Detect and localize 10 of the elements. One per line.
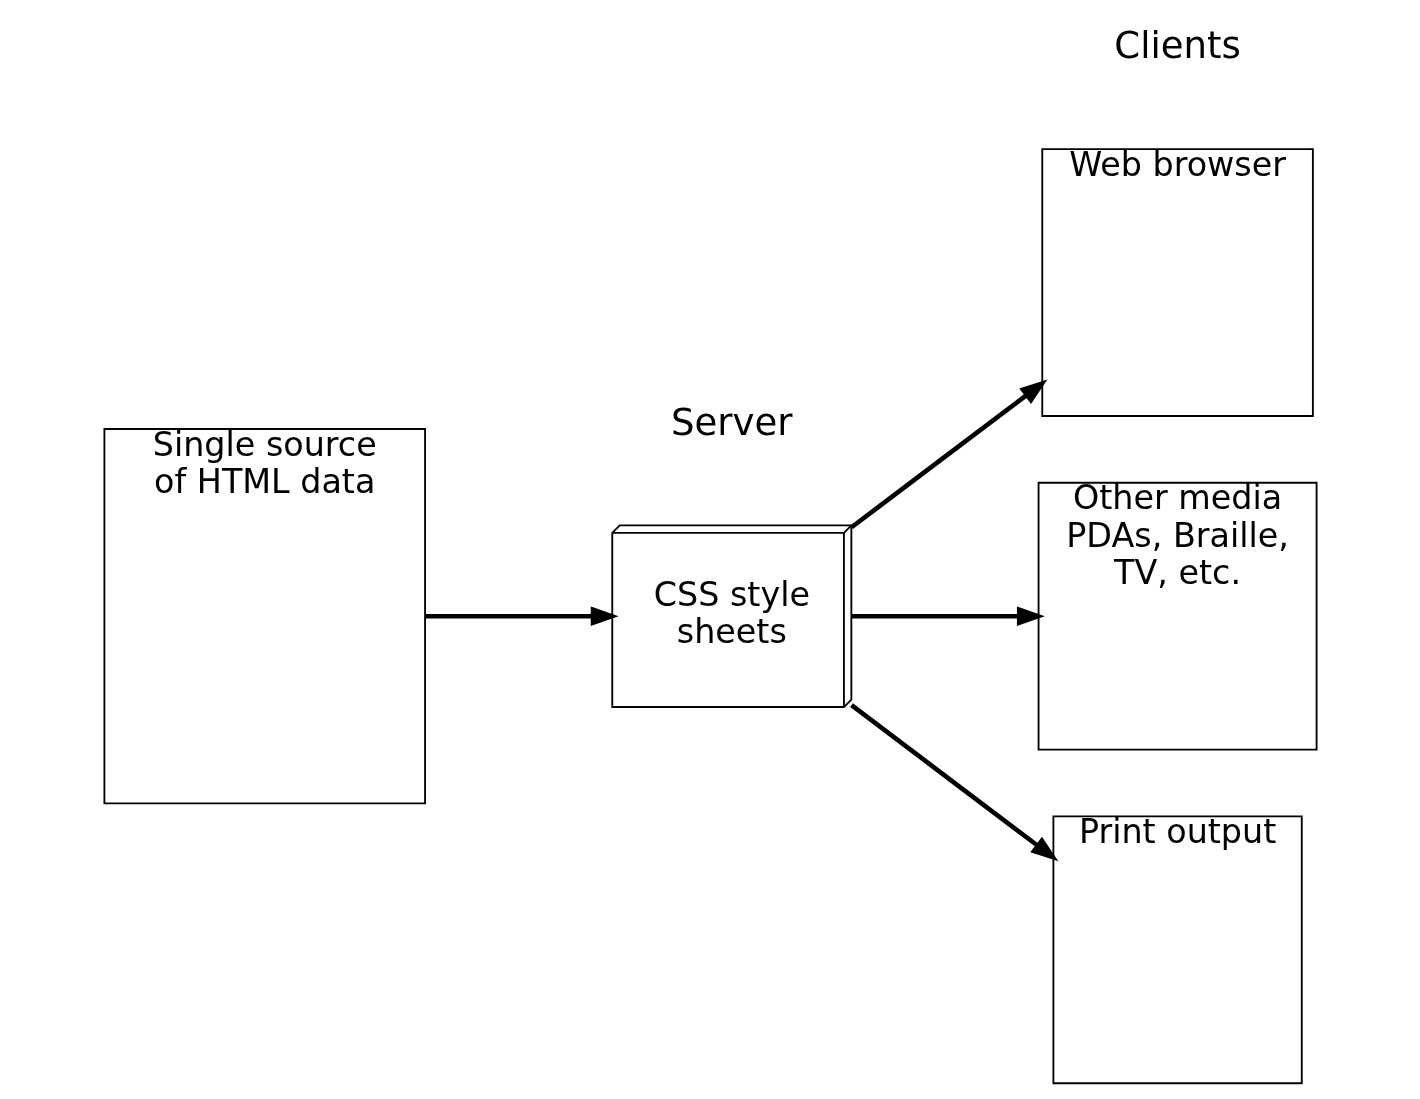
label: Server [670,400,793,444]
arrow [849,703,1058,862]
node-box: Print output [1051,815,1303,1085]
node-box: Other media PDAs, Braille, TV, etc. [1037,481,1317,751]
node-box: Web browser [1040,148,1314,417]
node-box: Single source of HTML data [103,428,426,805]
arrow [849,379,1047,530]
label: Clients [1113,24,1241,68]
arrow [424,606,619,626]
arrow [851,606,1045,626]
